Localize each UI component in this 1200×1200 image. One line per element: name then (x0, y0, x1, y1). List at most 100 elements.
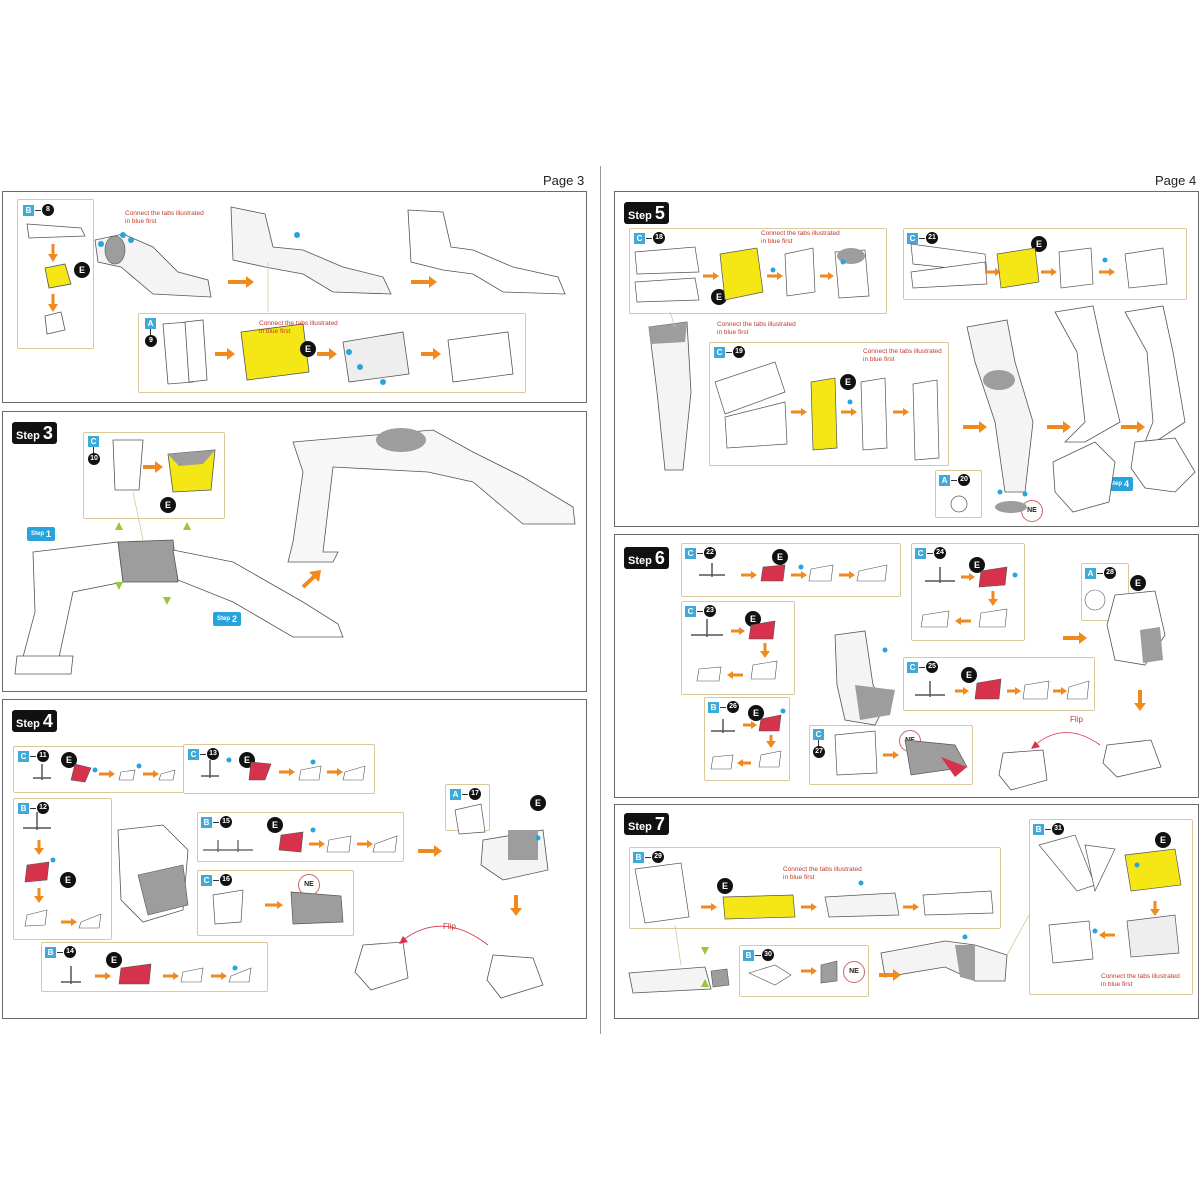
part-number: 19 (733, 346, 745, 358)
part-number: 30 (762, 949, 774, 961)
step-tag-number: 2 (232, 614, 238, 624)
step-word: Step (628, 210, 652, 222)
leg-assembly-b (230, 206, 392, 295)
part-letter: C (915, 547, 926, 559)
connect-tabs-note: Connect the tabs illustrated in blue fir… (259, 320, 338, 335)
e-badge: E (711, 289, 727, 305)
connect-tabs-note: Connect the tabs illustrated in blue fir… (783, 866, 862, 881)
e-badge: E (300, 341, 316, 357)
step-tag-number: 1 (46, 529, 52, 539)
part-letter: B (633, 851, 644, 863)
part-letter: C (18, 750, 29, 762)
page-divider (600, 166, 601, 1034)
part-number: 21 (926, 232, 938, 244)
part-number: 31 (1052, 823, 1064, 835)
arm-center (966, 319, 1034, 493)
page-number-left: Page 3 (543, 173, 585, 188)
e-badge: E (1155, 832, 1171, 848)
step-tag-number: 4 (1124, 479, 1130, 489)
e-badge: E (717, 878, 733, 894)
step-number: 3 (42, 423, 53, 443)
connect-tabs-note: Connect the tabs illustrated in blue fir… (863, 348, 942, 363)
e-badge: E (1130, 575, 1146, 591)
part-number: 20 (958, 474, 970, 486)
e-badge: E (745, 611, 761, 627)
ne-badge: NE (298, 874, 320, 896)
part-letter: A (939, 474, 950, 486)
part-letter: A (450, 788, 461, 800)
part-letter: C (714, 346, 725, 358)
part-number: 23 (704, 605, 716, 617)
e-badge: E (748, 705, 764, 721)
part-number: 26 (727, 701, 739, 713)
connect-tabs-note: Connect the tabs illustrated in blue fir… (761, 230, 840, 245)
assembled-legs (287, 429, 576, 563)
part-label-11: C 11 (18, 750, 49, 762)
part-number: 14 (64, 946, 76, 958)
part-label-20: A 20 (939, 474, 970, 486)
step-number: 6 (654, 548, 665, 568)
step-tag-word: Step (217, 616, 231, 622)
part-number: 27 (813, 746, 825, 758)
part-label-13: C 13 (188, 748, 219, 760)
part-letter: B (1033, 823, 1044, 835)
part-number: 10 (88, 453, 100, 465)
flat-part-8 (26, 223, 86, 239)
step-number: 4 (42, 711, 53, 731)
e-badge: E (530, 795, 546, 811)
leg-left (22, 541, 124, 668)
hip-joint (117, 539, 179, 583)
part-number: 13 (207, 748, 219, 760)
step-4-art (23, 757, 549, 999)
e-badge: E (160, 497, 176, 513)
step-number: 7 (654, 814, 665, 834)
part-number: 25 (926, 661, 938, 673)
step-3-art (14, 428, 576, 675)
step-7-art (628, 834, 1182, 994)
part-letter: C (634, 232, 645, 244)
part-letter: C (188, 748, 199, 760)
step-number: 5 (654, 203, 665, 223)
e-badge: E (106, 952, 122, 968)
part-letter: B (23, 204, 34, 216)
leg-assembly-c (407, 209, 566, 295)
part-number: 12 (37, 802, 49, 814)
connect-tabs-note: Connect the tabs illustrated in blue fir… (1101, 973, 1180, 988)
folded-part-9 (240, 323, 310, 381)
part-number: 11 (37, 750, 49, 762)
part-number: 15 (220, 816, 232, 828)
step-tag-word: Step (1109, 481, 1123, 487)
part-letter: A (145, 318, 156, 329)
connect-tabs-note: Connect the tabs illustrated in blue fir… (717, 321, 796, 336)
ne-badge: NE (843, 961, 865, 983)
e-badge: E (267, 817, 283, 833)
